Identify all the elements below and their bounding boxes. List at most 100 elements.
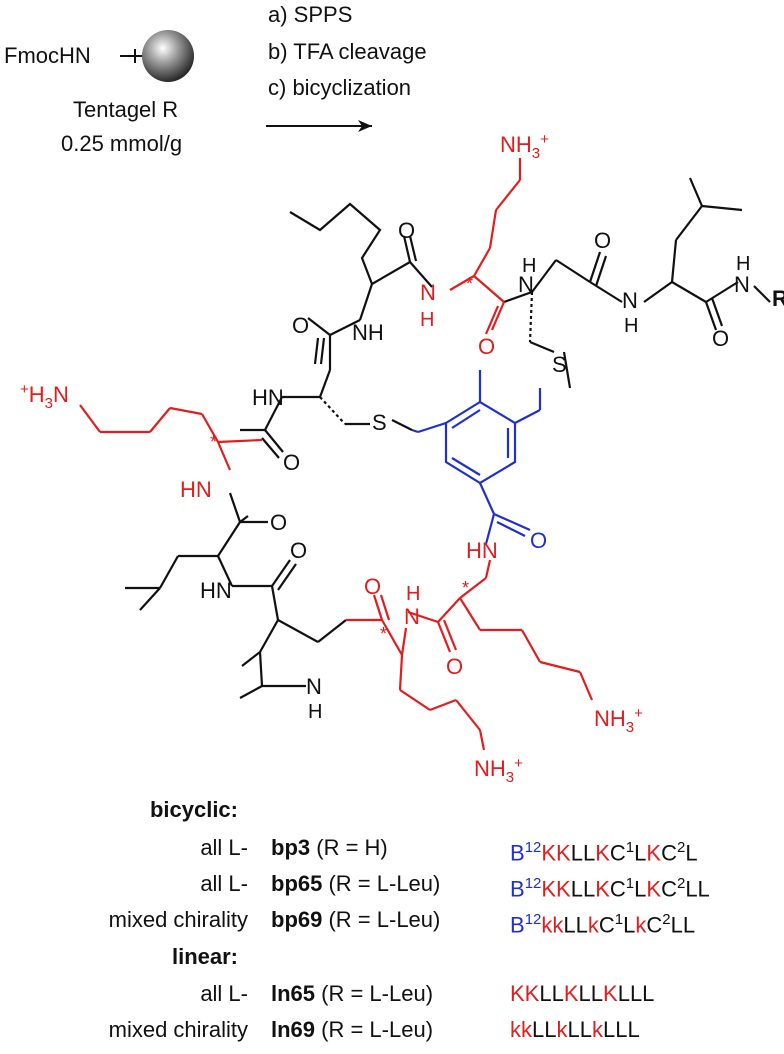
stereo-star: * [210, 432, 217, 452]
sequence-residue: 2 [676, 839, 686, 856]
sequence-residue: 12 [524, 911, 542, 928]
atom-o: O [712, 326, 729, 351]
sequence-residue: 12 [524, 839, 542, 856]
stereo-star: * [462, 578, 469, 598]
atom-s: S [552, 352, 567, 377]
atom-n: N [404, 604, 420, 629]
atom-hn: HN [252, 385, 284, 410]
peptide-structure: O NH O HN S O N H O N H N H O R S O HN O… [20, 30, 784, 786]
linear-header: linear: [171, 944, 238, 969]
red-atom-labels: NH3+ N H * O +H3N * HN O * N H O * HN NH… [20, 131, 643, 786]
atom-n: N [306, 674, 322, 699]
sequence-residue: kk [510, 1017, 532, 1042]
sequence-residue: 12 [524, 875, 542, 892]
sequence-residue: 2 [676, 875, 686, 892]
atom-o: O [446, 654, 463, 679]
black-bonds [125, 177, 771, 699]
atom-hn: HN [180, 477, 212, 502]
sequence-residue: 2 [662, 911, 671, 928]
row-chirality: all L- [200, 871, 248, 896]
sequence-residue: k [556, 1017, 568, 1042]
atom-n: N [734, 272, 750, 297]
step-spps: a) SPPS [268, 2, 353, 27]
blue-atom-labels: O [530, 528, 547, 553]
atom-s: S [372, 410, 387, 435]
sequence-residue: B [510, 912, 525, 938]
atom-nh3-top: NH3+ [500, 131, 549, 162]
atom-o: O [270, 510, 287, 535]
atom-o: O [364, 574, 381, 599]
sequence-residue: LL [567, 1017, 592, 1042]
row-chirality: mixed chirality [108, 907, 248, 932]
sequence-residue: LL [532, 1017, 557, 1042]
atom-h: H [736, 253, 750, 275]
sequence-residue: kk [541, 912, 564, 938]
sequence-residue: C [661, 876, 677, 902]
sequence-residue: L [634, 840, 647, 866]
sequence-residue: C [609, 840, 626, 866]
atom-h: H [522, 255, 536, 277]
atom-n: N [622, 288, 638, 313]
sequence-residue: LL [563, 912, 588, 938]
row-sequence: kkLLkLLkLLL [510, 1017, 640, 1043]
sequence-residue: LLL [602, 1017, 640, 1042]
atom-h: H [420, 309, 434, 331]
sequence-residue: LL [539, 981, 564, 1006]
sequence-residue: LLL [617, 981, 655, 1006]
atom-o: O [283, 450, 300, 475]
row-chirality: all L- [200, 835, 248, 860]
sequence-residue: KK [541, 876, 571, 902]
step-bicyclization: c) bicyclization [268, 75, 412, 100]
atom-n: N [420, 280, 436, 305]
sequence-residue: k [587, 912, 599, 938]
resin-name: Tentagel R [73, 97, 179, 122]
atom-h: H [308, 701, 322, 723]
reaction-arrowhead [358, 120, 372, 132]
row-chirality: all L- [200, 981, 248, 1006]
sequence-residue: 1 [625, 839, 635, 856]
atom-o: O [292, 313, 309, 338]
atom-nh3-right: NH3+ [594, 705, 643, 736]
row-chirality: mixed chirality [108, 1017, 248, 1042]
sequence-residue: L [634, 876, 647, 902]
sequence-residue: LL [670, 912, 696, 938]
row-sequence: KKLLKLLKLLL [510, 981, 654, 1007]
sequence-residue: 1 [625, 875, 635, 892]
atom-h: H [624, 315, 638, 337]
stereo-star: * [380, 624, 387, 644]
sequence-residue: C [598, 912, 615, 938]
row-compound: bp65 (R = L-Leu) [271, 871, 441, 896]
atom-r: R [772, 286, 784, 311]
sequence-residue: K [595, 840, 610, 866]
sequence-residue: KK [510, 981, 540, 1006]
atom-h: H [406, 583, 420, 605]
atom-hn: HN [200, 578, 232, 603]
atom-hn: HN [466, 538, 498, 563]
sequence-residue: LL [685, 876, 710, 902]
row-sequence: B12KKLLKC1LKC2LL [510, 871, 710, 902]
sequence-residue: k [635, 912, 647, 938]
sequence-residue: C [646, 912, 663, 938]
sequence-residue: L [623, 912, 636, 938]
atom-n: N [518, 272, 534, 297]
row-compound: bp3 (R = H) [271, 835, 388, 860]
step-tfa-cleavage: b) TFA cleavage [268, 39, 427, 64]
blue-bonds [411, 370, 542, 545]
sequence-residue: L [685, 840, 698, 866]
red-bonds [79, 158, 594, 751]
row-sequence: B12KKLLKC1LKC2L [510, 835, 698, 866]
sequence-residue: C [661, 840, 677, 866]
row-compound: ln69 (R = L-Leu) [271, 1017, 434, 1042]
stereo-star: * [466, 274, 473, 294]
sequence-residue: C [609, 876, 626, 902]
sequence-residue: K [595, 876, 610, 902]
sequence-residue: KK [541, 840, 571, 866]
bicyclic-header: bicyclic: [149, 797, 238, 822]
sequence-residue: LL [570, 876, 596, 902]
atom-h3n-left: +H3N [20, 381, 69, 412]
fmoc-label: FmocHN [4, 43, 91, 68]
sequence-residue: LL [578, 981, 604, 1006]
sequence-residue: K [646, 840, 662, 866]
sequence-residue: B [510, 840, 525, 866]
